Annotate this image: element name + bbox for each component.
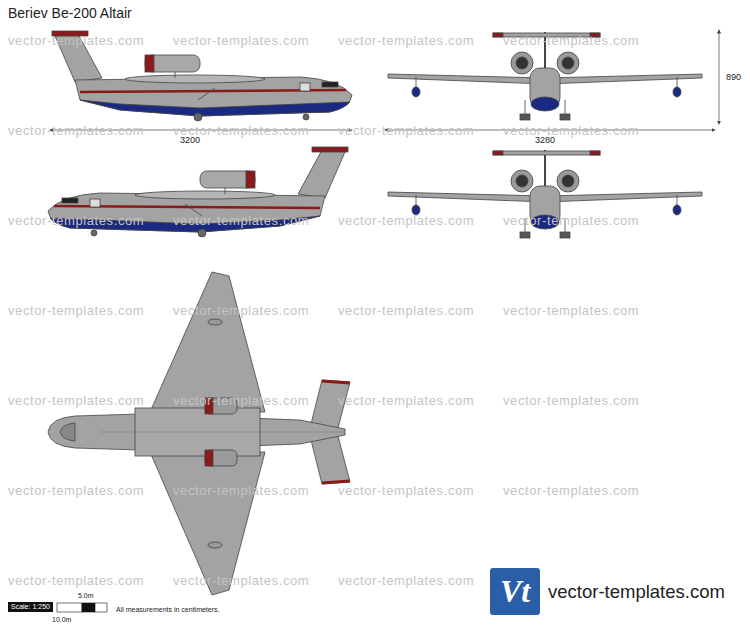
watermark: vector-templates.com <box>173 214 309 229</box>
watermark: vector-templates.com <box>338 394 474 409</box>
watermark: vector-templates.com <box>173 34 309 49</box>
watermark: vector-templates.com <box>8 34 144 49</box>
title: Beriev Be-200 Altair <box>8 5 132 21</box>
dimension-lines <box>50 30 719 130</box>
watermark: vector-templates.com <box>503 124 639 139</box>
top-view <box>48 272 350 595</box>
scale-bar <box>57 603 107 612</box>
logo-box <box>490 568 540 615</box>
watermark: vector-templates.com <box>338 34 474 49</box>
scale-box: Scale: 1:250 <box>8 602 53 612</box>
watermark: vector-templates.com <box>8 394 144 409</box>
watermark: vector-templates.com <box>503 484 639 499</box>
watermark: vector-templates.com <box>173 394 309 409</box>
watermark: vector-templates.com <box>338 304 474 319</box>
note: All measurements in centimeters. <box>116 606 219 614</box>
watermark: vector-templates.com <box>173 304 309 319</box>
watermark: vector-templates.com <box>503 304 639 319</box>
watermark: vector-templates.com <box>338 214 474 229</box>
watermark: vector-templates.com <box>8 574 144 589</box>
logo-text: vector-templates.com <box>548 581 725 602</box>
watermark: vector-templates.com <box>8 304 144 319</box>
watermark: vector-templates.com <box>8 484 144 499</box>
watermark: vector-templates.com <box>338 574 474 589</box>
watermark: vector-templates.com <box>173 574 309 589</box>
watermark: vector-templates.com <box>503 214 639 229</box>
watermark: vector-templates.com <box>503 34 639 49</box>
watermark: vector-templates.com <box>8 214 144 229</box>
scale-label: 10.0m <box>52 616 71 624</box>
watermark: vector-templates.com <box>173 484 309 499</box>
watermark: vector-templates.com <box>338 484 474 499</box>
logo-mark: Vt <box>500 573 530 610</box>
watermark: vector-templates.com <box>503 394 639 409</box>
watermark: vector-templates.com <box>338 124 474 139</box>
scale-label: 5.0m <box>78 592 94 600</box>
watermark: vector-templates.com <box>8 124 144 139</box>
dimension-label: 890 <box>724 72 743 82</box>
watermark: vector-templates.com <box>173 124 309 139</box>
